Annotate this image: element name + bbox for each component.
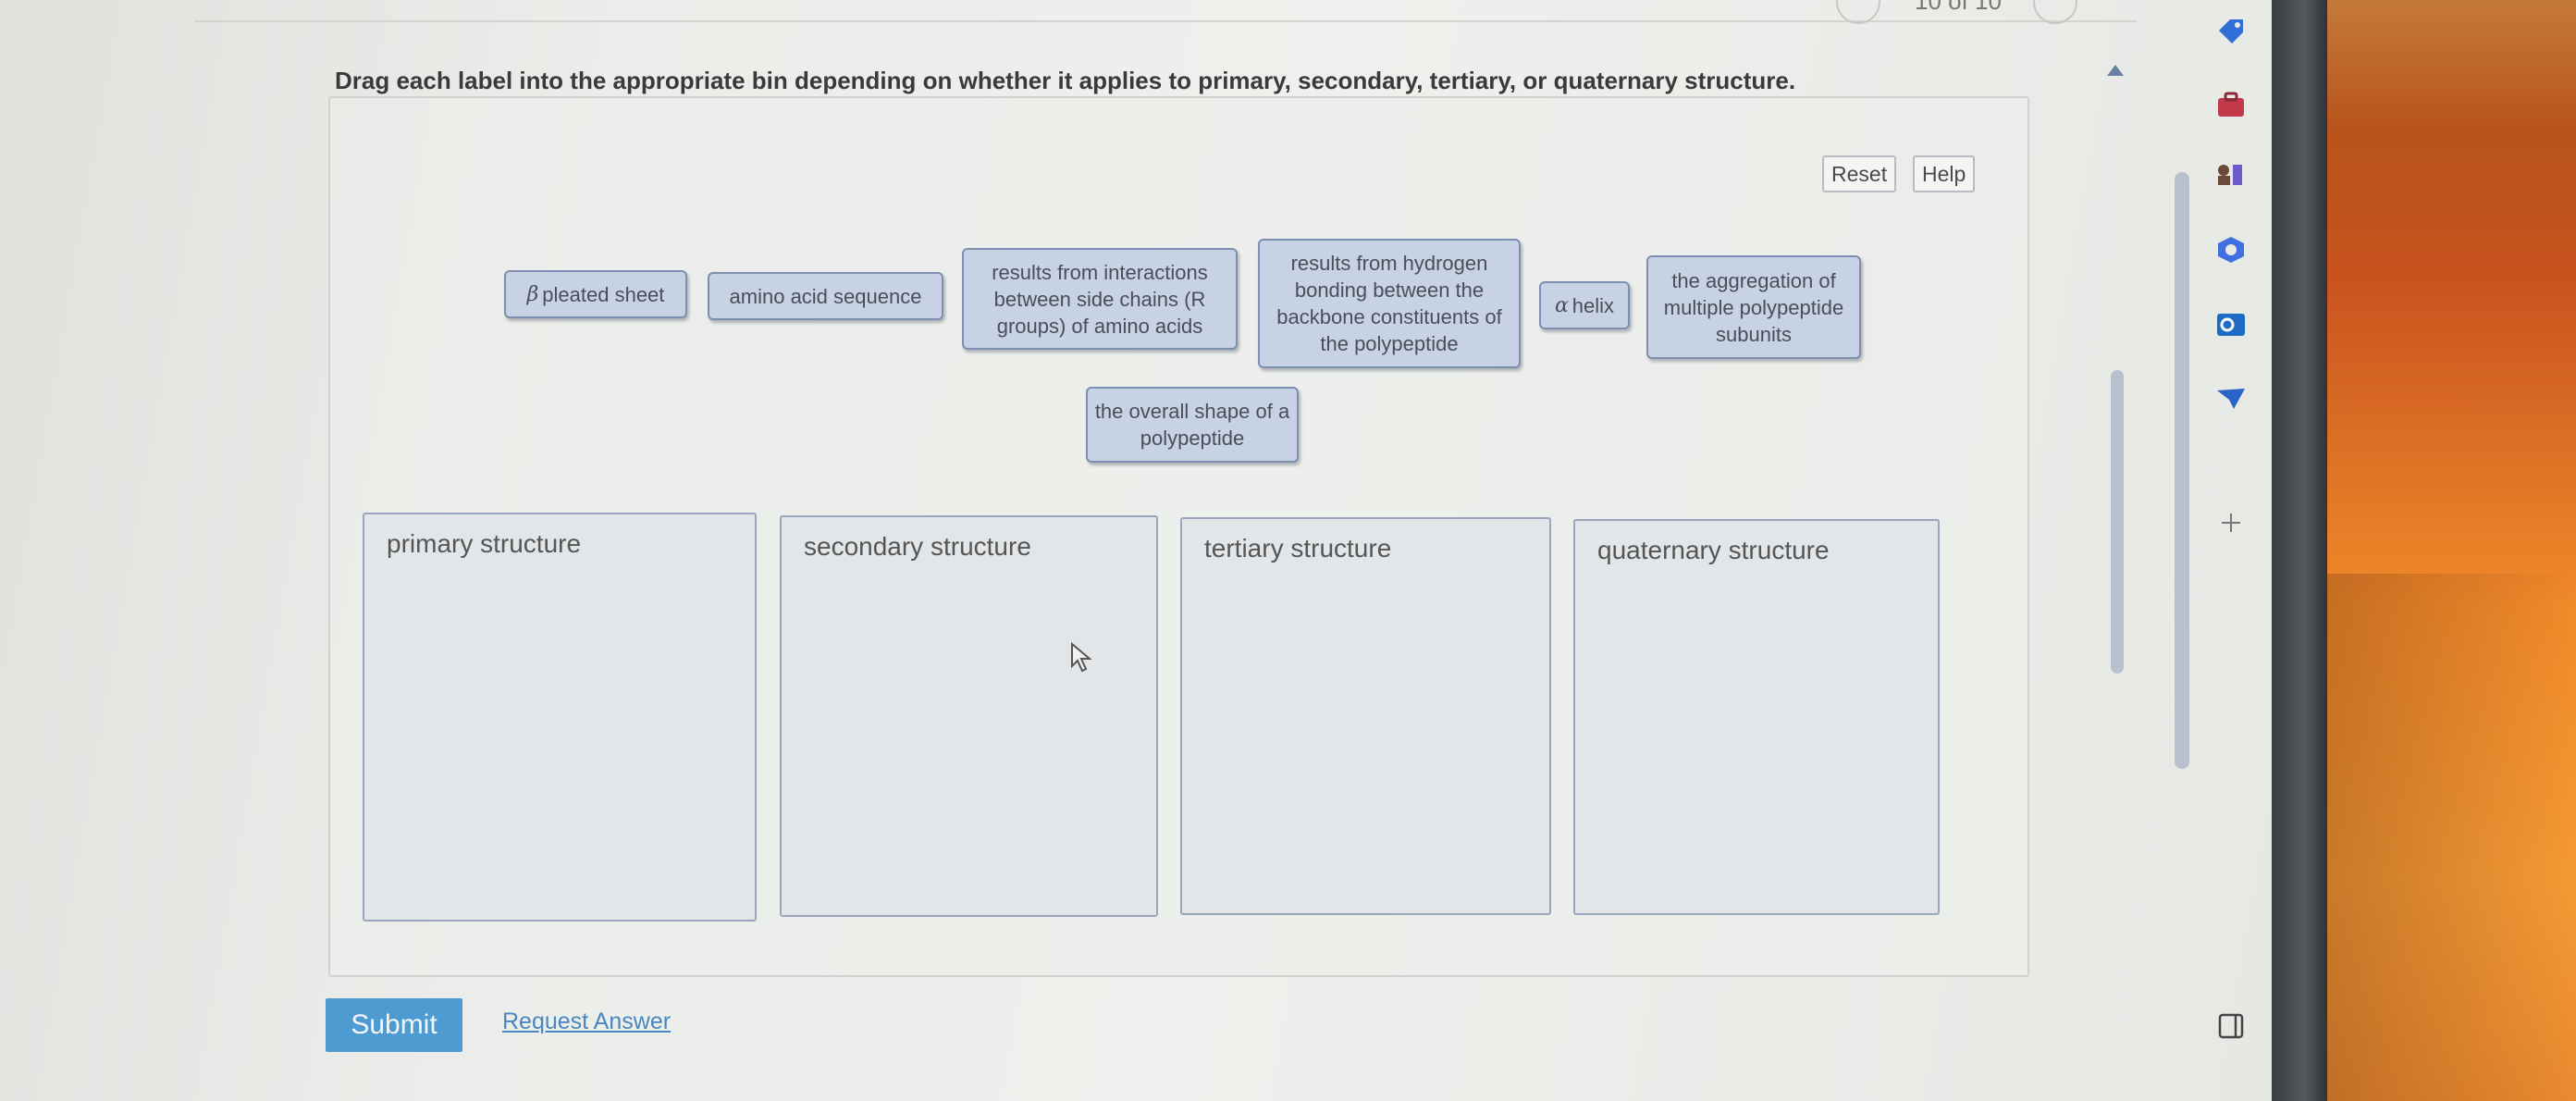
beta-symbol: β	[526, 282, 539, 306]
plus-icon[interactable]	[2215, 509, 2247, 537]
bin-title: primary structure	[387, 529, 582, 558]
instructions-text: Drag each label into the appropriate bin…	[335, 67, 1796, 94]
label-text: the overall shape of a polypeptide	[1094, 400, 1290, 450]
page-scrollbar[interactable]	[2175, 172, 2189, 769]
background-wall	[2327, 0, 2576, 1101]
label-text: helix	[1571, 293, 1615, 317]
header-divider	[194, 20, 2137, 22]
bin-primary-structure[interactable]: primary structure	[363, 513, 757, 922]
hexagon-icon[interactable]	[2215, 236, 2247, 264]
label-overall-shape[interactable]: the overall shape of a polypeptide	[1086, 387, 1299, 463]
label-side-chain-interactions[interactable]: results from interactions between side c…	[962, 248, 1238, 350]
bin-tertiary-structure[interactable]: tertiary structure	[1180, 517, 1551, 915]
bin-secondary-structure[interactable]: secondary structure	[780, 515, 1158, 917]
chess-icon[interactable]	[2215, 159, 2247, 187]
bin-title: quaternary structure	[1597, 536, 1830, 564]
label-text: amino acid sequence	[729, 284, 922, 308]
label-text: results from interactions between side c…	[992, 260, 1208, 338]
reset-button[interactable]: Reset	[1822, 155, 1897, 192]
help-button[interactable]: Help	[1913, 155, 1976, 192]
mouse-cursor-icon	[1071, 642, 1092, 673]
bin-title: secondary structure	[804, 532, 1031, 561]
request-answer-link[interactable]: Request Answer	[502, 1008, 672, 1034]
alpha-symbol: α	[1554, 293, 1569, 317]
briefcase-body	[2218, 98, 2244, 117]
collapse-caret-icon[interactable]	[2107, 65, 2124, 76]
label-amino-acid-sequence[interactable]: amino acid sequence	[708, 272, 943, 320]
tag-icon[interactable]	[2215, 17, 2247, 44]
label-beta-pleated-sheet[interactable]: β pleated sheet	[504, 270, 687, 318]
briefcase-icon[interactable]	[2215, 91, 2247, 118]
outlook-icon[interactable]	[2215, 311, 2247, 339]
monitor-bezel	[2272, 0, 2327, 1101]
browser-page: 10 of 10 Drag each label into the approp…	[0, 0, 2289, 1101]
window-icon[interactable]	[2215, 1012, 2247, 1040]
submit-button[interactable]: Submit	[326, 998, 462, 1052]
paper-plane-icon[interactable]	[2215, 385, 2247, 413]
plane-shape	[2217, 389, 2245, 409]
label-text: pleated sheet	[542, 282, 665, 306]
background-shadow	[2327, 574, 2576, 1101]
label-alpha-helix[interactable]: α helix	[1539, 281, 1630, 329]
page-counter: 10 of 10	[1915, 0, 2002, 15]
bin-quaternary-structure[interactable]: quaternary structure	[1573, 519, 1940, 915]
label-backbone-hydrogen-bonding[interactable]: results from hydrogen bonding between th…	[1258, 239, 1521, 368]
label-text: the aggregation of multiple polypeptide …	[1663, 268, 1844, 346]
label-text: results from hydrogen bonding between th…	[1276, 252, 1502, 355]
label-polypeptide-aggregation[interactable]: the aggregation of multiple polypeptide …	[1646, 255, 1861, 359]
bin-title: tertiary structure	[1204, 534, 1392, 563]
inner-scrollbar[interactable]	[2111, 370, 2124, 674]
